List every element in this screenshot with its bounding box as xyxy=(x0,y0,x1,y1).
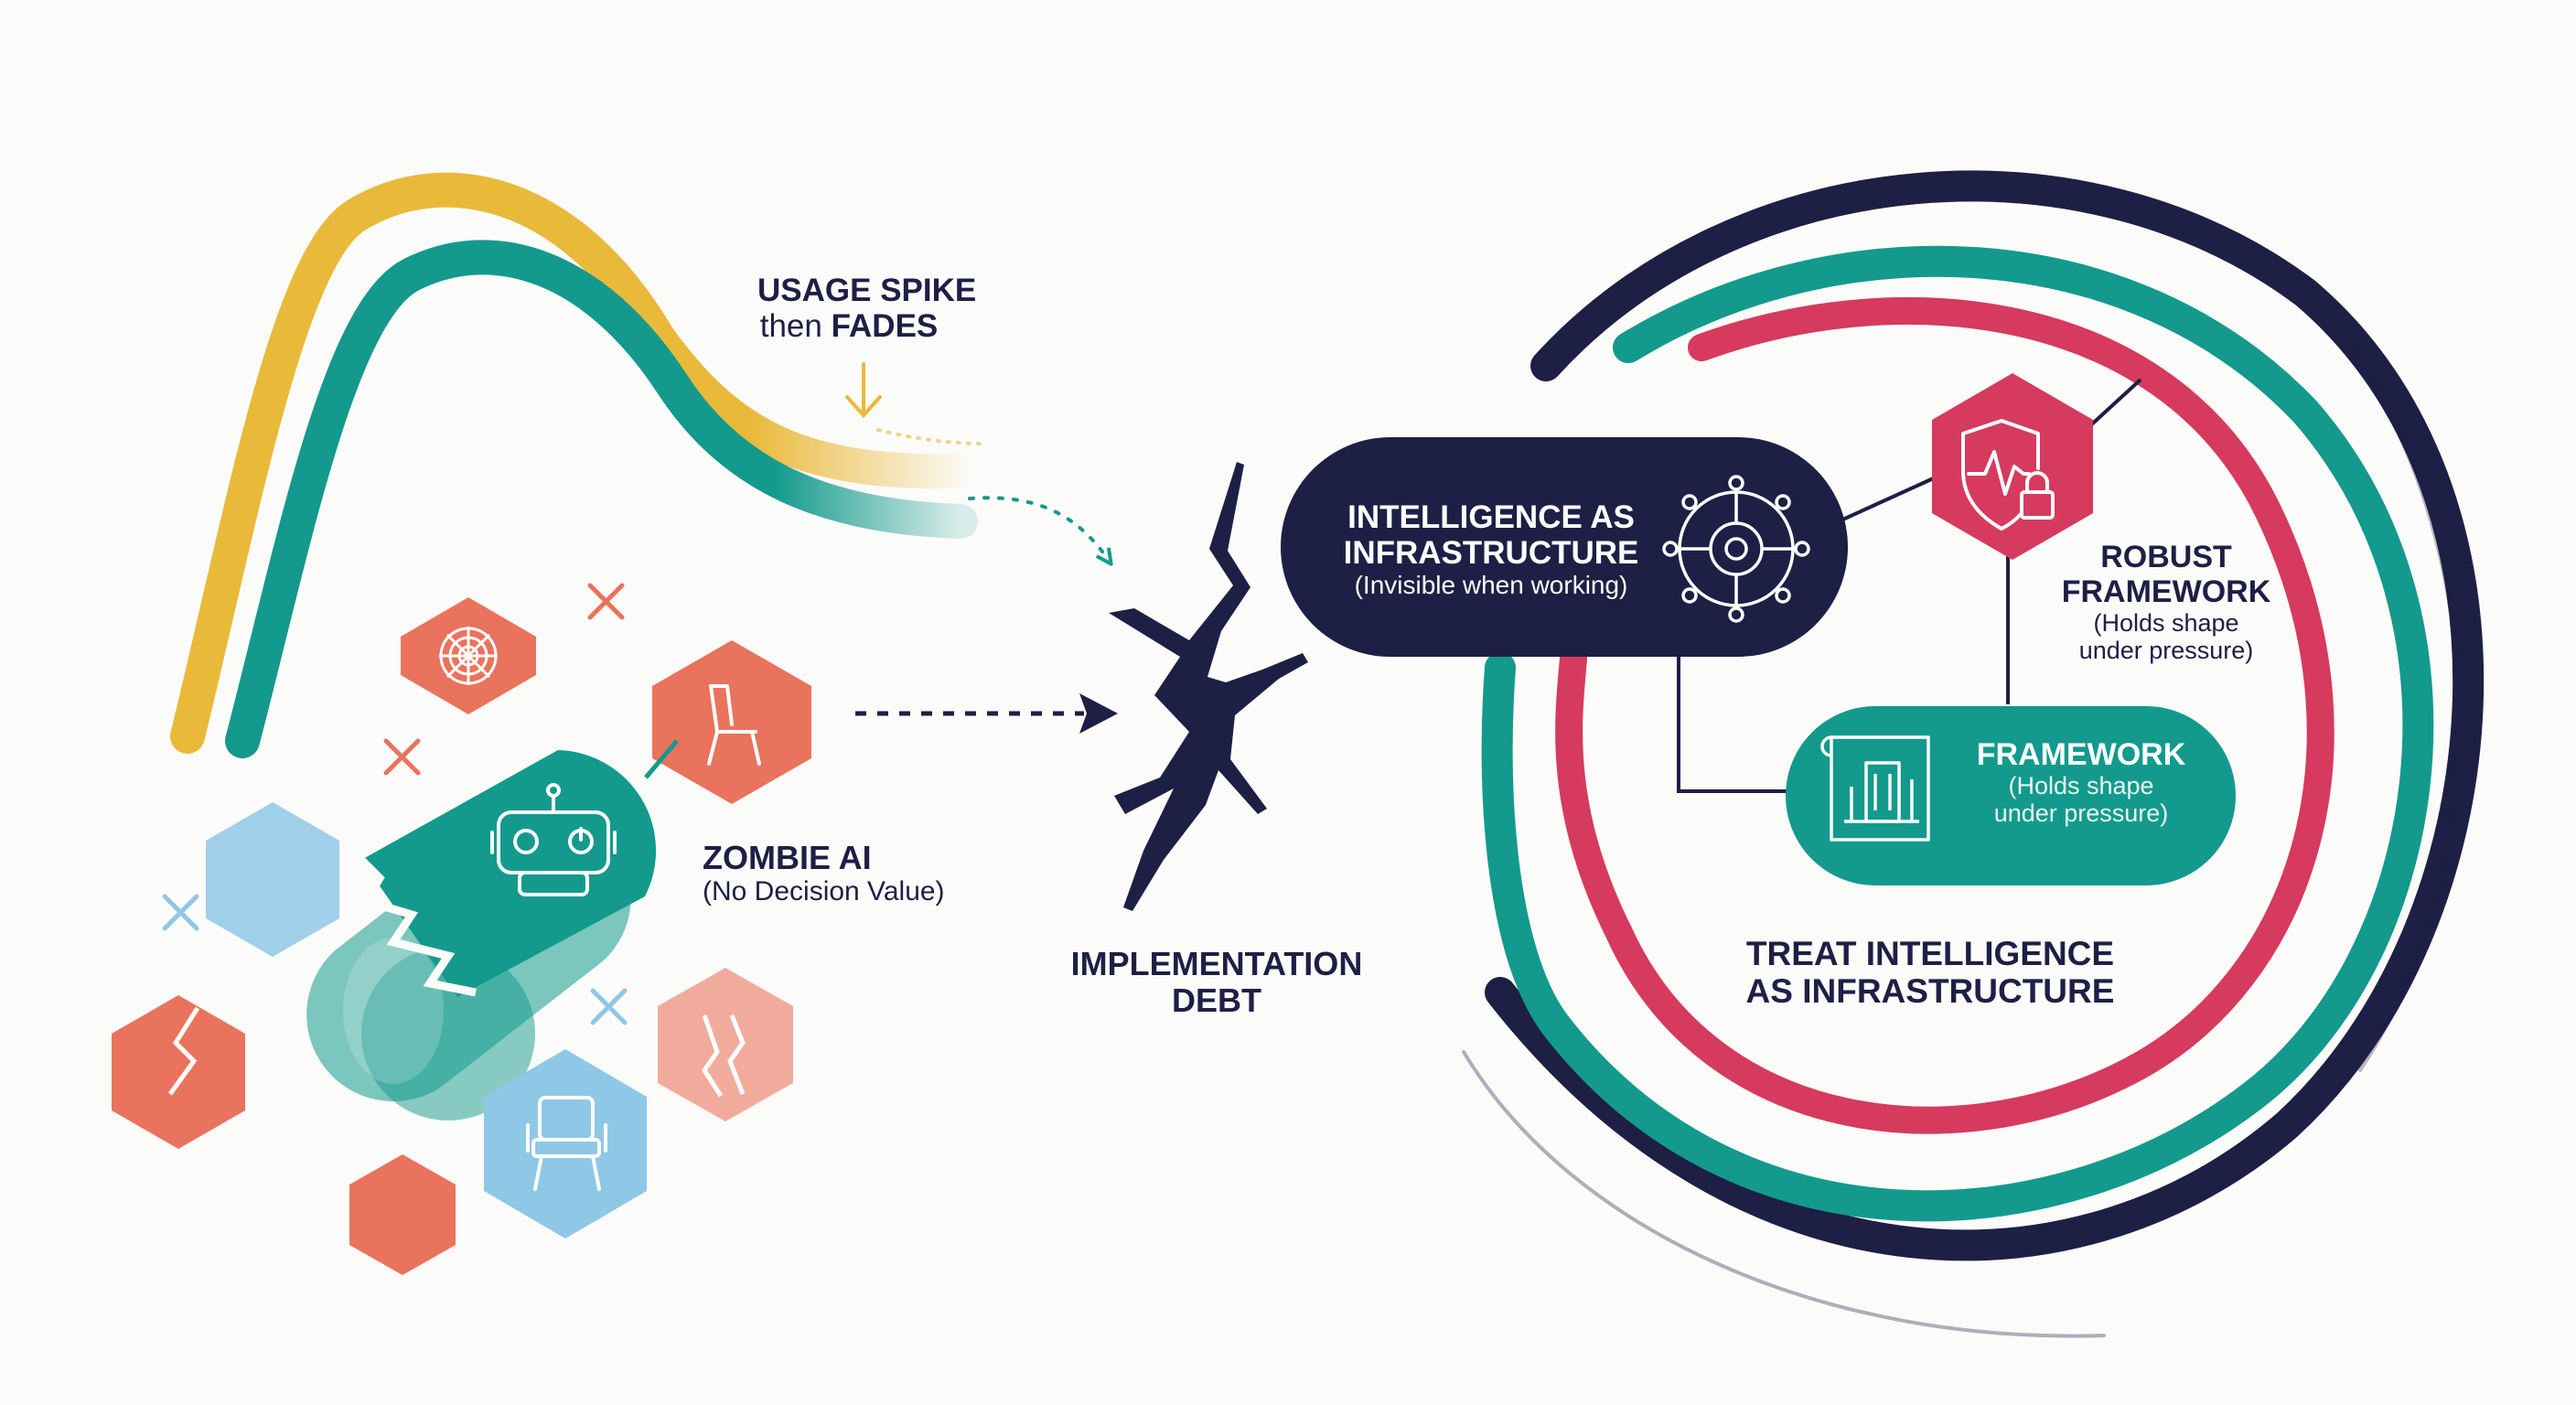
chair-icon xyxy=(707,684,761,766)
crack-icon xyxy=(167,1006,200,1096)
treat-intelligence-label: TREAT INTELLIGENCE AS INFRASTRUCTURE xyxy=(1745,935,2115,1011)
coral-hexagon xyxy=(349,1154,456,1275)
usage-spike-line2: then FADES xyxy=(759,308,939,345)
shield-heartbeat-lock-icon xyxy=(1961,419,2055,531)
usage-spike-yellow-dotted-tail xyxy=(876,428,985,445)
x-mark xyxy=(162,894,199,931)
inner-crimson-ring xyxy=(1555,296,2334,1134)
gear-network-icon xyxy=(1662,475,1810,623)
implementation-debt-crack xyxy=(1109,462,1308,911)
blue-chair-hexagon xyxy=(484,1049,647,1239)
x-mark xyxy=(590,988,628,1025)
dashed-arrow xyxy=(855,693,1118,734)
robust-framework-hexagon xyxy=(1932,373,2093,560)
spiderweb-hexagon xyxy=(401,597,536,714)
usage-spike-line1: USAGE SPIKE xyxy=(757,273,977,308)
zombie-capsule xyxy=(306,739,679,1121)
zombie-ai-subtitle: (No Decision Value) xyxy=(703,876,945,907)
x-mark xyxy=(587,583,625,620)
spiderweb-icon xyxy=(439,627,498,685)
chair-hexagon xyxy=(652,640,811,804)
outer-navy-ring xyxy=(1485,170,2485,1261)
robust-framework-label: ROBUST FRAMEWORK (Holds shape under pres… xyxy=(2061,540,2271,665)
intelligence-pill-text: INTELLIGENCE AS INFRASTRUCTURE (Invisibl… xyxy=(1343,499,1639,600)
usage-spike-yellow-curve xyxy=(170,172,987,754)
intelligence-pill xyxy=(1281,437,1848,657)
usage-spike-label: USAGE SPIKE then FADES xyxy=(757,273,977,345)
middle-teal-ring xyxy=(1481,245,2434,1222)
framework-pill-text: FRAMEWORK (Holds shape under pressure) xyxy=(1976,737,2186,828)
down-arrow-icon xyxy=(845,362,882,418)
cracked-coral-hexagon xyxy=(112,995,245,1149)
usage-spike-teal-curve xyxy=(225,240,978,758)
crack-icon xyxy=(701,1014,746,1098)
blueprint-building-icon xyxy=(1820,735,1930,842)
robot-icon xyxy=(490,783,617,896)
light-blue-hexagon xyxy=(206,802,339,957)
zombie-ai-label: ZOMBIE AI (No Decision Value) xyxy=(703,839,945,907)
fade-dotted-arrow xyxy=(968,496,1107,558)
pale-coral-hexagon xyxy=(658,968,793,1121)
framework-connectors xyxy=(1677,378,2142,793)
capsule-crack xyxy=(344,842,477,997)
infrastructure-rings xyxy=(1462,170,2485,1338)
broken-chair-icon xyxy=(526,1096,607,1191)
implementation-debt-label: IMPLEMENTATION DEBT xyxy=(1070,945,1363,1020)
x-mark xyxy=(383,738,421,776)
zombie-ai-title: ZOMBIE AI xyxy=(703,839,872,876)
